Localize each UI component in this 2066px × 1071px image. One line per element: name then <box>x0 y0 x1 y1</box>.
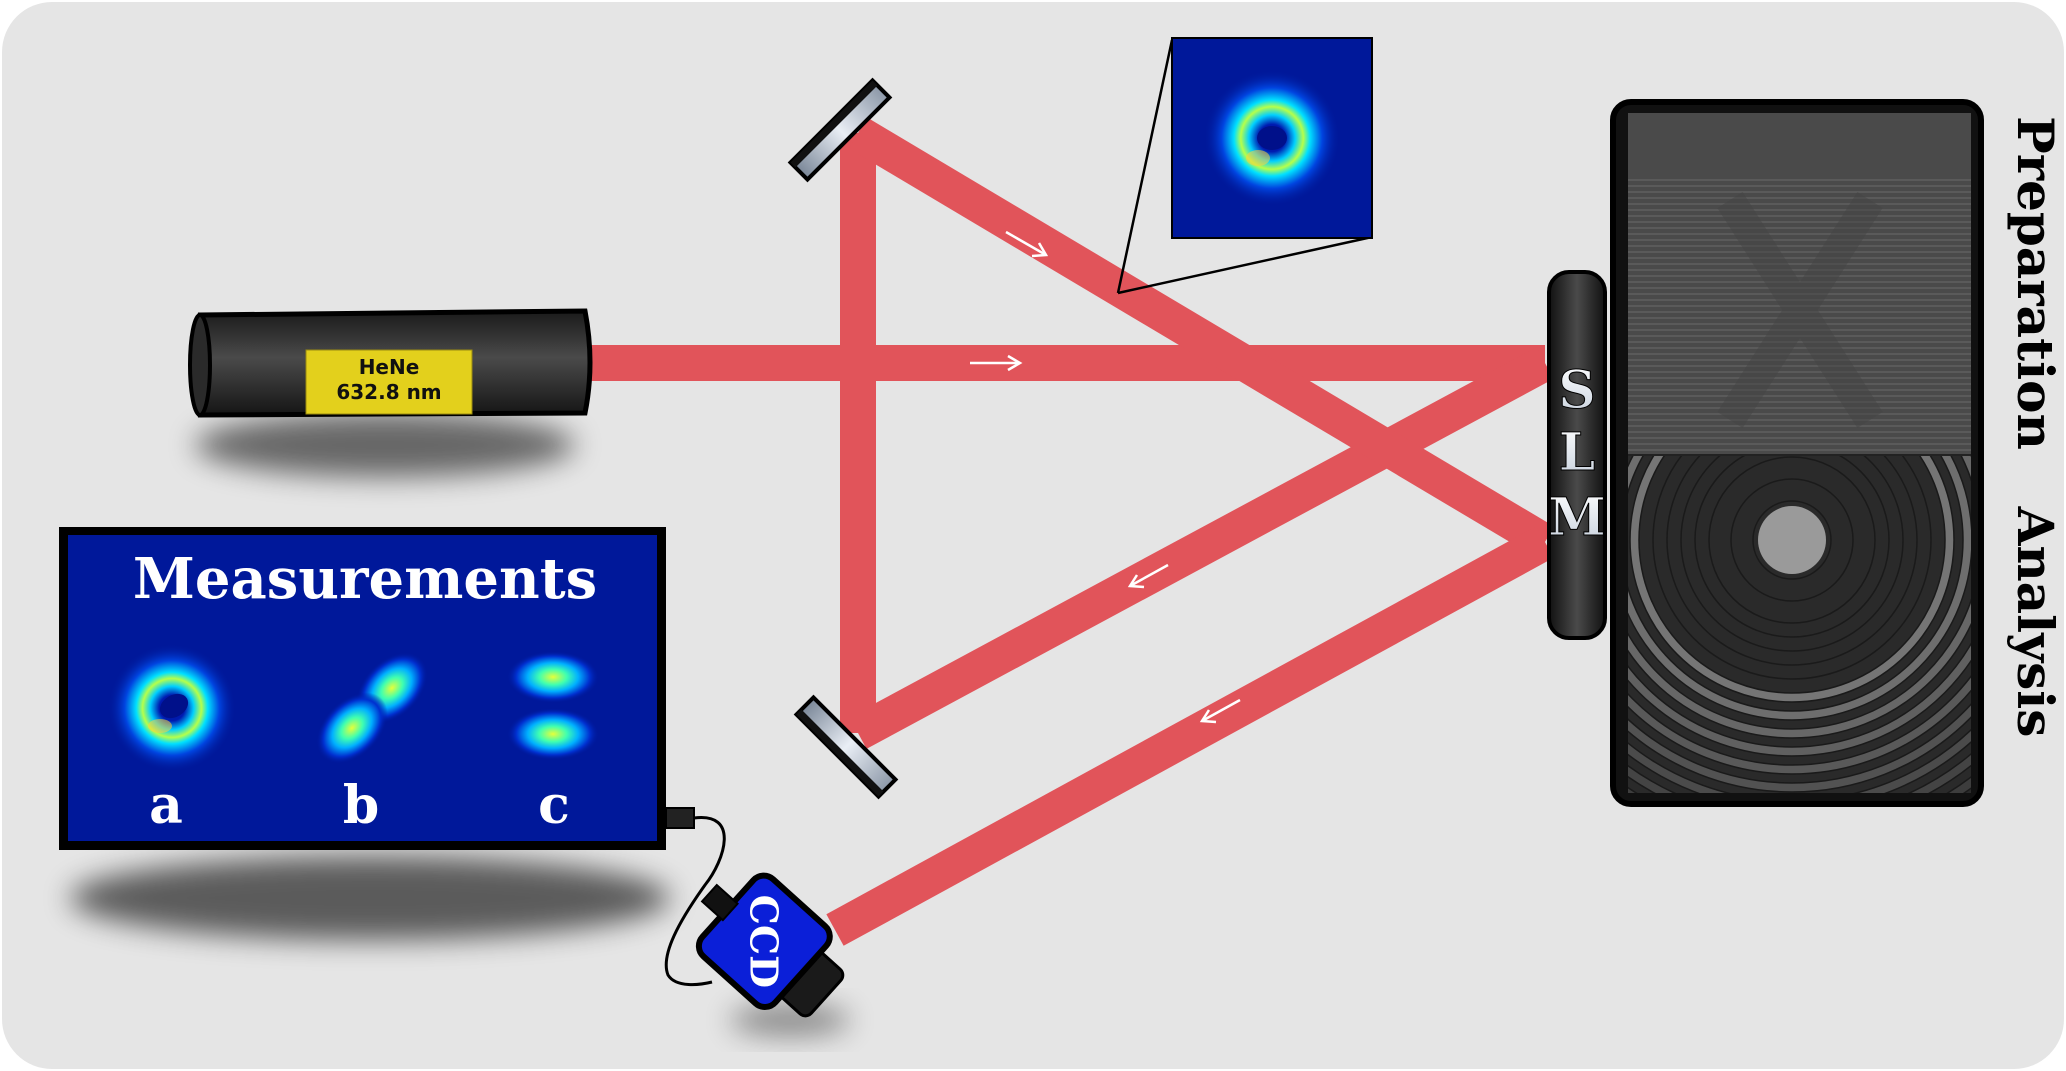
hene-laser: HeNe 632.8 nm <box>188 308 593 418</box>
hologram-panel <box>1610 99 1984 807</box>
ccd-camera: CCD <box>695 872 845 1018</box>
beam-slm-to-ccd <box>826 526 1554 946</box>
monitor-shadow <box>70 856 670 940</box>
mode-a-donut <box>108 644 236 772</box>
beam-top-mirror-to-slm <box>848 117 1555 558</box>
camera-shadow <box>730 1004 850 1036</box>
analysis-hologram <box>1628 455 1971 793</box>
beam-slm-to-bottom-mirror <box>849 347 1554 749</box>
beam-arrows <box>970 230 1241 724</box>
laser-label-plate <box>305 349 473 415</box>
monitor-title: Measurements <box>133 546 597 612</box>
mode-label-a: a <box>149 775 183 836</box>
arrow-down-left-icon <box>1199 698 1241 724</box>
laser-shadow <box>195 413 575 477</box>
laser-beams <box>590 117 1555 946</box>
measurement-monitor: Measurements a b c <box>59 527 695 850</box>
arrow-right-icon <box>970 354 1023 372</box>
arrow-down-left-icon <box>1127 563 1169 589</box>
hologram-bottom-label: Analysis <box>2006 506 2065 738</box>
arrow-down-right-icon <box>1005 230 1049 258</box>
laser-wavelength: 632.8 nm <box>336 380 441 404</box>
mirror-top <box>787 77 893 183</box>
mode-c-horizontal <box>507 651 599 760</box>
slm-letter-m: M <box>1548 487 1606 548</box>
beam-profile-inset <box>1116 37 1373 295</box>
mode-label-c: c <box>538 775 570 836</box>
ccd-label: CCD <box>741 895 786 988</box>
mode-b-diagonal <box>316 652 428 764</box>
mirror-bottom <box>793 694 899 800</box>
laser-name: HeNe <box>359 355 420 379</box>
preparation-hologram <box>1628 179 1971 451</box>
slm-device: S L M <box>1547 270 1607 640</box>
slm-letter-s: S <box>1558 360 1596 421</box>
mode-label-b: b <box>343 775 379 836</box>
ccd-cable <box>664 816 726 987</box>
hologram-top-label: Preparation <box>2006 116 2065 450</box>
slm-letter-l: L <box>1559 422 1596 483</box>
